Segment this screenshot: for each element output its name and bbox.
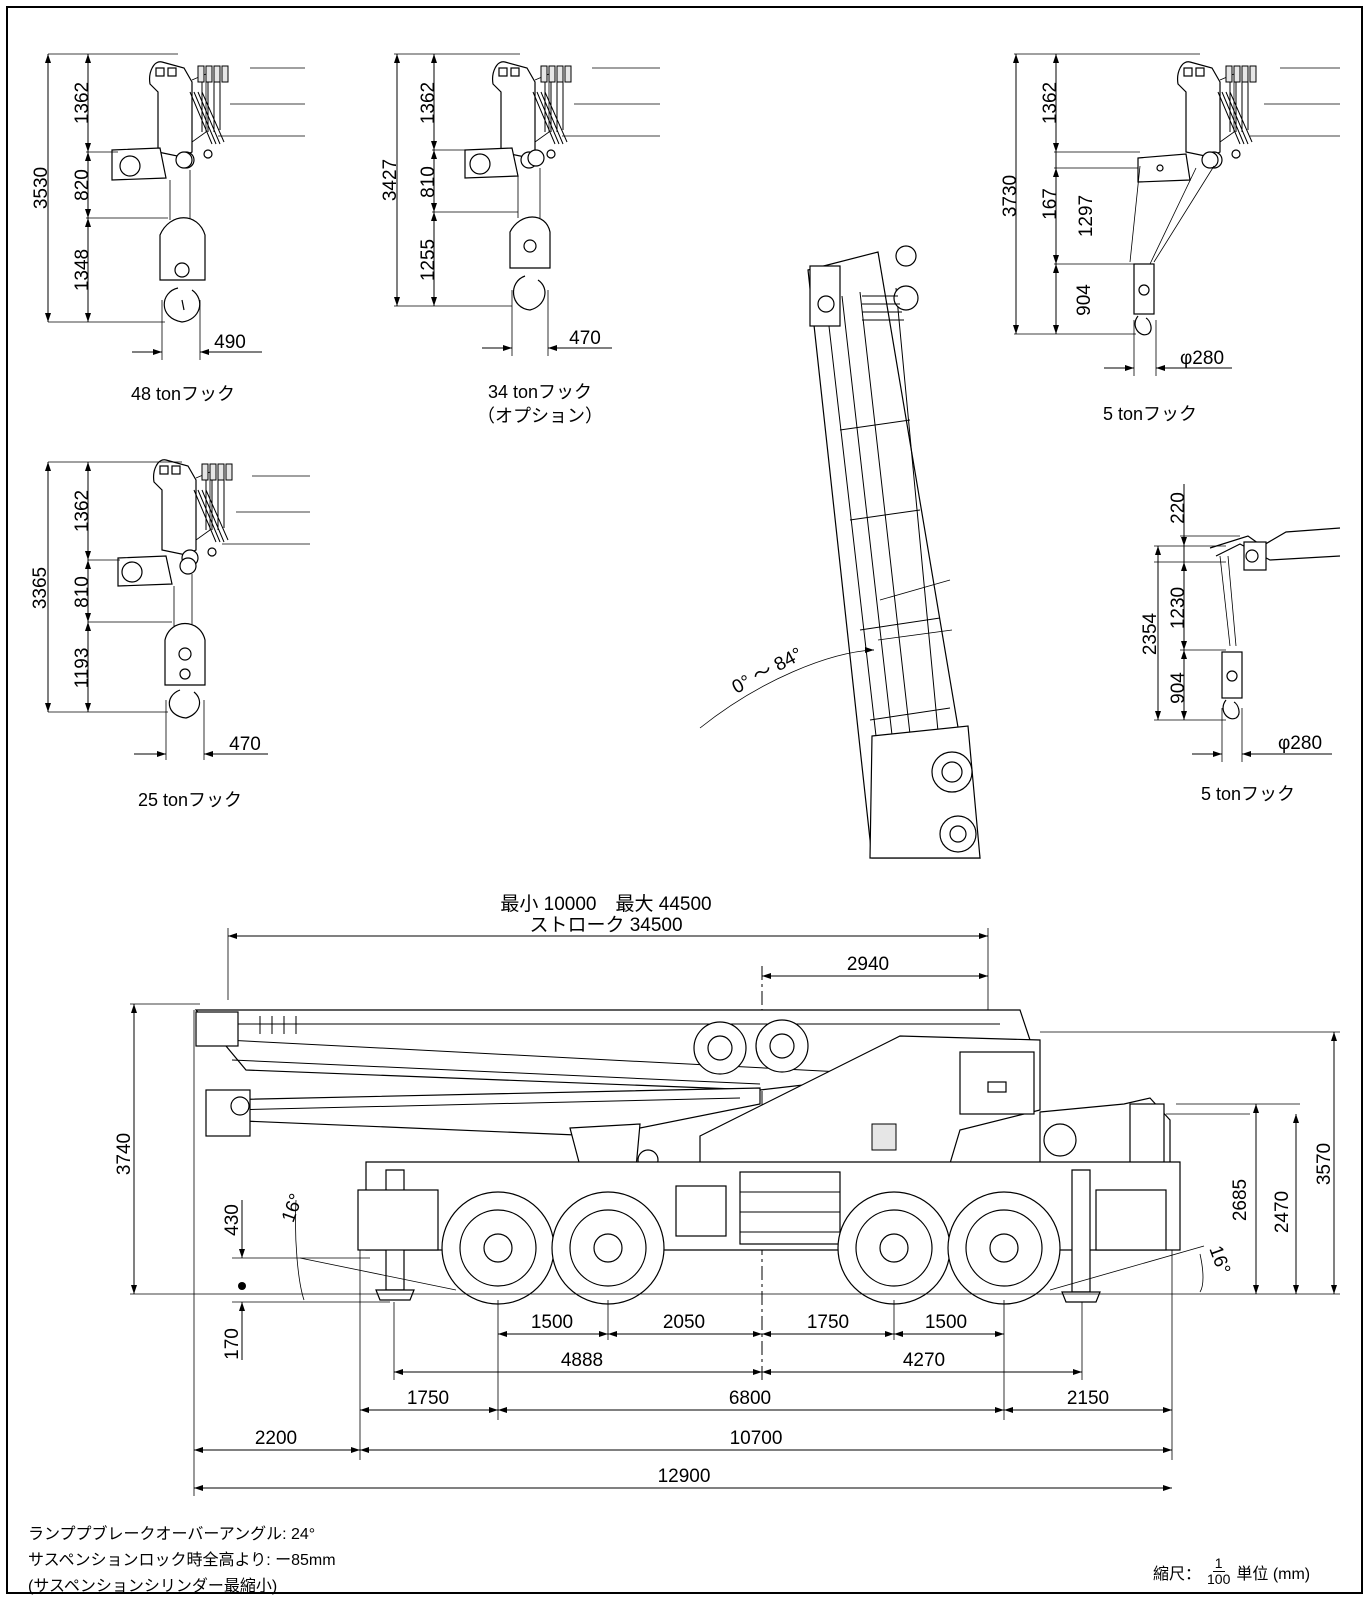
hook-5t-lower-dim-904: 904 [1168, 672, 1189, 704]
hook-25t-dim-3365: 3365 [30, 567, 51, 609]
dim-1750-front: 1750 [407, 1388, 449, 1409]
hook-5t-lower-dim-2354: 2354 [1140, 612, 1161, 655]
hook-25t-caption: 25 tonフック [138, 790, 242, 810]
angle-rear-16: 16° [1204, 1243, 1234, 1277]
hook-34t-caption: 34 tonフック [488, 382, 592, 402]
hook-5t-upper-dim-167: 167 [1040, 188, 1061, 220]
hook-5t-upper-dim-904: 904 [1074, 284, 1095, 316]
scale-fraction: 1 100 [1207, 1556, 1230, 1587]
hook-25t-dim-1362: 1362 [72, 490, 93, 532]
hook-25t-detail: 3365 1362 810 1193 470 25 tonフック [30, 459, 310, 810]
hook-48t-dim-3530: 3530 [31, 167, 52, 209]
hook-5t-upper-dim-1297: 1297 [1076, 195, 1097, 237]
wheel-4 [947, 1191, 1061, 1305]
height-3570: 3570 [1314, 1143, 1335, 1185]
dim-4888: 4888 [561, 1350, 603, 1371]
hook-5t-lower-detail: 220 2354 1230 904 φ280 5 tonフック [1140, 484, 1341, 804]
dim-2050: 2050 [663, 1312, 705, 1333]
dim-2150: 2150 [1067, 1388, 1109, 1409]
crane-side-view: 最小 10000 最大 44500 ストローク 34500 2940 [114, 893, 1340, 1496]
hook-48t-caption: 48 tonフック [131, 384, 235, 404]
hook-48t-dim-490: 490 [214, 332, 246, 353]
hook-48t-detail: 3530 1362 820 1348 490 48 tonフック [31, 53, 305, 404]
wheel-3 [837, 1191, 951, 1305]
hook-34t-dim-3427: 3427 [380, 159, 401, 201]
height-430: 430 [222, 1204, 243, 1236]
scale-prefix: 縮尺： [1153, 1565, 1202, 1583]
hook-5t-upper-dim-1362: 1362 [1040, 82, 1061, 124]
notes-block: ランププブレークオーバーアングル: 24° サスペンションロック時全高より: ー… [28, 1522, 336, 1600]
hook-34t-dim-1255: 1255 [418, 239, 439, 281]
scale-label: 縮尺： 1 100 単位 (mm) [1153, 1556, 1310, 1587]
dim-6800: 6800 [729, 1388, 771, 1409]
dim-2200: 2200 [255, 1428, 297, 1449]
height-170: 170 [222, 1328, 243, 1360]
hook-25t-dim-470: 470 [229, 734, 261, 755]
dim-12900: 12900 [658, 1466, 711, 1487]
hook-5t-upper-dim-3730: 3730 [1000, 175, 1021, 217]
stroke-label: ストローク 34500 [529, 914, 682, 936]
hook-5t-upper-dim-phi280: φ280 [1180, 348, 1224, 369]
raised-boom-view: 0° ～ 84° [699, 245, 981, 859]
dim-1500-front: 1500 [531, 1312, 573, 1333]
dim-1750-mid: 1750 [807, 1312, 849, 1333]
hook-25t-dim-810: 810 [72, 576, 93, 608]
hook-5t-lower-dim-1230: 1230 [1168, 587, 1189, 629]
hook-34t-caption-option: （オプション） [477, 406, 603, 426]
angle-front-16: 16° [278, 1191, 308, 1225]
hook-5t-lower-dim-220: 220 [1168, 492, 1189, 524]
hook-5t-lower-dim-phi280: φ280 [1278, 733, 1322, 754]
drawing-frame [6, 6, 1363, 1594]
note-ramp-breakover: ランププブレークオーバーアングル: 24° [28, 1526, 316, 1543]
dim-4270: 4270 [903, 1350, 945, 1371]
scale-denominator: 100 [1207, 1571, 1231, 1587]
dim-2940: 2940 [847, 954, 889, 975]
height-2470: 2470 [1272, 1191, 1293, 1233]
hook-34t-detail: 3427 1362 810 1255 470 34 tonフック （オプション） [380, 53, 660, 426]
scale-numerator: 1 [1212, 1555, 1225, 1572]
dim-1500-rear: 1500 [925, 1312, 967, 1333]
hook-5t-lower-caption: 5 tonフック [1201, 784, 1295, 804]
hook-25t-dim-1193: 1193 [72, 648, 93, 689]
scale-unit: 単位 (mm) [1236, 1565, 1311, 1583]
hook-34t-dim-810: 810 [418, 166, 439, 198]
hook-34t-dim-1362: 1362 [418, 82, 439, 124]
hook-5t-upper-detail: 3730 1362 167 1297 904 φ280 5 tonフック [1000, 53, 1340, 424]
note-suspension-cylinder: (サスペンションシリンダー最縮小) [28, 1578, 278, 1595]
hook-48t-dim-1348: 1348 [72, 249, 93, 291]
height-2685: 2685 [1230, 1179, 1251, 1221]
hook-48t-dim-820: 820 [72, 169, 93, 201]
wheel-1 [441, 1191, 555, 1305]
height-3740: 3740 [114, 1133, 135, 1175]
hook-34t-dim-470: 470 [569, 328, 601, 349]
dim-10700: 10700 [730, 1428, 783, 1449]
hook-5t-upper-caption: 5 tonフック [1103, 404, 1197, 424]
stroke-min-max-label: 最小 10000 最大 44500 [500, 893, 711, 915]
wheel-2 [551, 1191, 665, 1305]
hook-48t-dim-1362: 1362 [72, 82, 93, 124]
note-suspension-lock: サスペンションロック時全高より: ー85mm [28, 1552, 336, 1569]
